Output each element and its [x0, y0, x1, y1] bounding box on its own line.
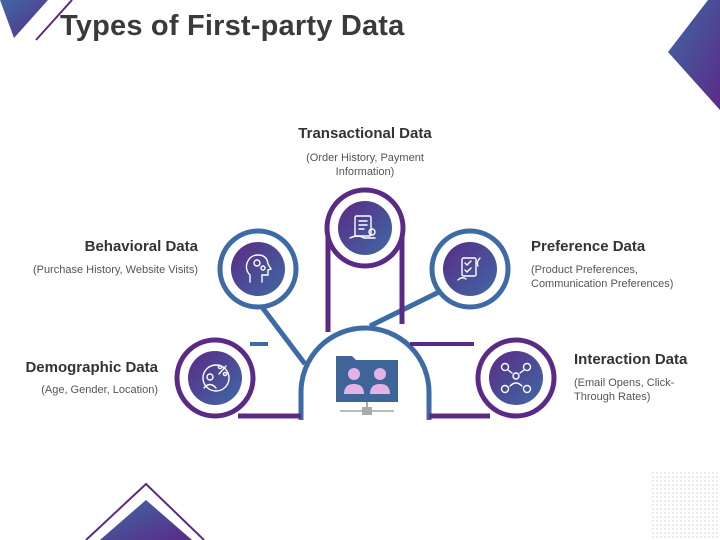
category-description-demographic: (Age, Gender, Location) — [41, 384, 158, 396]
category-title-interaction: Interaction Data — [574, 351, 688, 368]
category-title-transactional: Transactional Data — [298, 125, 432, 142]
people-percent-icon — [202, 364, 230, 392]
category-title-behavioral: Behavioral Data — [84, 238, 198, 255]
node-demographic — [174, 337, 256, 419]
dot-pattern-decoration — [652, 470, 720, 540]
category-description-transactional: (Order History, Payment Information) — [306, 152, 424, 178]
shared-folder-users-icon — [336, 356, 398, 415]
category-title-demographic: Demographic Data — [25, 359, 158, 376]
node-interaction — [475, 337, 557, 419]
node-transactional — [324, 187, 406, 269]
network-users-icon — [500, 362, 532, 394]
category-description-behavioral: (Purchase History, Website Visits) — [32, 264, 198, 276]
category-description-interaction: (Email Opens, Click-Through Rates) — [574, 377, 675, 403]
center-arc-connector — [298, 325, 432, 420]
corner-decoration-top-right — [668, 0, 720, 110]
page-title: Types of First-party Data — [60, 10, 405, 42]
hands-checklist-icon — [457, 257, 481, 281]
category-description-preference: (Product Preferences, Communication Pref… — [531, 264, 674, 290]
transaction-document-hand-icon — [349, 215, 376, 239]
corner-decoration-top-left — [0, 0, 73, 41]
corner-decoration-bottom-left — [85, 482, 205, 540]
category-title-preference: Preference Data — [531, 238, 646, 255]
head-gears-icon — [245, 254, 273, 283]
node-behavioral — [217, 228, 299, 310]
node-preference — [429, 228, 511, 310]
